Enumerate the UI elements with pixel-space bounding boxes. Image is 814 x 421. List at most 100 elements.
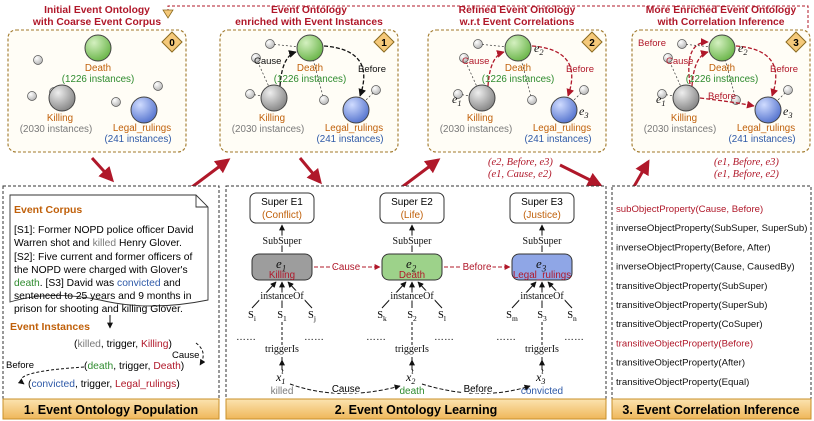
node-killing-count: (2030 instances) xyxy=(644,124,716,135)
event-before-label: Before xyxy=(463,262,492,273)
satellite-node xyxy=(783,85,793,95)
triggeris-label: triggerIs xyxy=(525,344,559,355)
corpus-line-4: the NOPD were charged with Glover's xyxy=(14,265,188,276)
node-killing-label: Killing xyxy=(671,113,697,124)
node-killing xyxy=(468,84,496,112)
satellite-node xyxy=(251,53,261,63)
satellite-node xyxy=(657,89,667,99)
satellite-node xyxy=(319,95,329,105)
subsuper-label: SubSuper xyxy=(263,236,303,247)
sentence-node: S1 xyxy=(277,310,287,323)
sentence-node: Si xyxy=(248,310,256,323)
stage-title-line-2: with Correlation Inference xyxy=(656,17,784,28)
edge-before xyxy=(735,45,778,97)
instance-killed: (killed, trigger, Killing) xyxy=(74,339,172,350)
node-death xyxy=(504,34,532,62)
edge-cause-label: Cause xyxy=(462,56,489,67)
super-event-sub: (Conflict) xyxy=(262,210,302,221)
ellipsis-left: …… xyxy=(236,332,256,343)
edge-before-inferred-2 xyxy=(699,97,755,109)
stage-badge-number: 2 xyxy=(589,38,595,49)
corpus-line-1: [S1]: Former NOPD police officer David xyxy=(14,225,194,236)
event-var: e3 xyxy=(536,256,547,273)
inference-rule: transitiveObjectProperty(After) xyxy=(616,358,745,369)
edge-cause xyxy=(691,50,709,87)
corpus-line-6: sentenced to 25 years and 9 months in xyxy=(14,291,192,302)
inference-rule: transitiveObjectProperty(Before) xyxy=(616,338,753,349)
inference-rule: inverseObjectProperty(SubSuper, SuperSub… xyxy=(616,223,807,234)
event-var: e1 xyxy=(276,256,286,273)
sentence-node: Sj xyxy=(308,310,316,323)
corpus-line-2: Warren shot and killed Henry Glover. xyxy=(14,238,182,249)
satellite-node xyxy=(527,95,537,105)
node-killing-label: Killing xyxy=(259,113,285,124)
node-legal-label: Legal_rulings xyxy=(737,123,795,134)
subsuper-label: SubSuper xyxy=(523,236,563,247)
edge-before-label: Before xyxy=(566,64,594,75)
node-killing xyxy=(672,84,700,112)
footer-banner-2 xyxy=(225,398,607,420)
inference-rule: transitiveObjectProperty(Equal) xyxy=(616,377,749,388)
ellipsis-right: …… xyxy=(434,332,454,343)
var-e2: e2 xyxy=(738,41,748,57)
satellite-node xyxy=(579,85,589,95)
node-death-label: Death xyxy=(85,63,111,74)
stage-title-line-2: with Coarse Event Corpus xyxy=(32,17,161,28)
stage-title-line-1: Event Ontology xyxy=(271,5,347,16)
node-death-count: (1226 instances) xyxy=(482,74,554,85)
node-death xyxy=(84,34,112,62)
node-legal-count: (241 instances) xyxy=(729,134,796,145)
node-legal-rulings xyxy=(342,96,370,124)
event-var: e2 xyxy=(406,256,417,273)
stage-title-line-1: Initial Event Ontology xyxy=(44,5,150,16)
var-e1: e1 xyxy=(656,92,666,108)
event-cause-label: Cause xyxy=(332,262,361,273)
node-death-count: (1226 instances) xyxy=(686,74,758,85)
inference-rule: transitiveObjectProperty(SuperSub) xyxy=(616,300,767,311)
stage-title-line-2: w.r.t Event Correlations xyxy=(459,17,575,28)
trigger-word: killed xyxy=(271,386,294,397)
edge-before2-label: Before xyxy=(638,38,666,49)
satellite-node xyxy=(371,85,381,95)
ellipsis-right: …… xyxy=(564,332,584,343)
footer-banner-3 xyxy=(611,398,812,420)
instance-convicted: (convicted, trigger, Legal_rulings) xyxy=(28,379,180,390)
node-killing-label: Killing xyxy=(467,113,493,124)
trigger-var: x3t xyxy=(535,367,545,386)
super-event-1: Super E1 (Conflict) SubSuper xyxy=(249,192,315,252)
edge-before xyxy=(323,45,366,97)
super-event-title: Super E1 xyxy=(261,197,303,208)
super-event-title: Super E3 xyxy=(521,197,563,208)
sentence-node: Sk xyxy=(377,310,387,323)
var-e3: e3 xyxy=(579,104,589,120)
stage-badge-number: 1 xyxy=(381,38,387,49)
node-killing xyxy=(260,84,288,112)
inference-rule: subObjectProperty(Cause, Before) xyxy=(616,204,763,215)
stage-title-line-1: More Enriched Event Ontology xyxy=(646,5,797,16)
corpus-line-7: prison for shooting and killing Glover. xyxy=(14,304,183,315)
node-killing-count: (2030 instances) xyxy=(440,124,512,135)
node-killing-count: (2030 instances) xyxy=(20,124,92,135)
inference-rule: transitiveObjectProperty(CoSuper) xyxy=(616,319,763,330)
trigger-word: death xyxy=(399,386,424,397)
var-e3: e3 xyxy=(783,104,793,120)
trigger-var: x2t xyxy=(405,367,415,386)
node-legal-label: Legal_rulings xyxy=(113,123,171,134)
top-loop-line xyxy=(167,5,809,30)
edge-before3-label: Before xyxy=(708,91,736,102)
panel-event-correlation-inference: subObjectProperty(Cause, Before) inverseO… xyxy=(611,185,812,420)
stage-triple: (e1, Before, e3) xyxy=(714,157,779,168)
event-label: Death xyxy=(399,270,425,281)
node-death-label: Death xyxy=(709,63,735,74)
sentence-node: S2 xyxy=(407,310,417,323)
trigger-word: convicted xyxy=(521,386,563,397)
event-box xyxy=(381,253,443,281)
stage-badge-number: 0 xyxy=(169,38,175,49)
event-label: Legal_rulings xyxy=(513,270,571,281)
footer-label-3: 3. Event Correlation Inference xyxy=(622,403,799,417)
